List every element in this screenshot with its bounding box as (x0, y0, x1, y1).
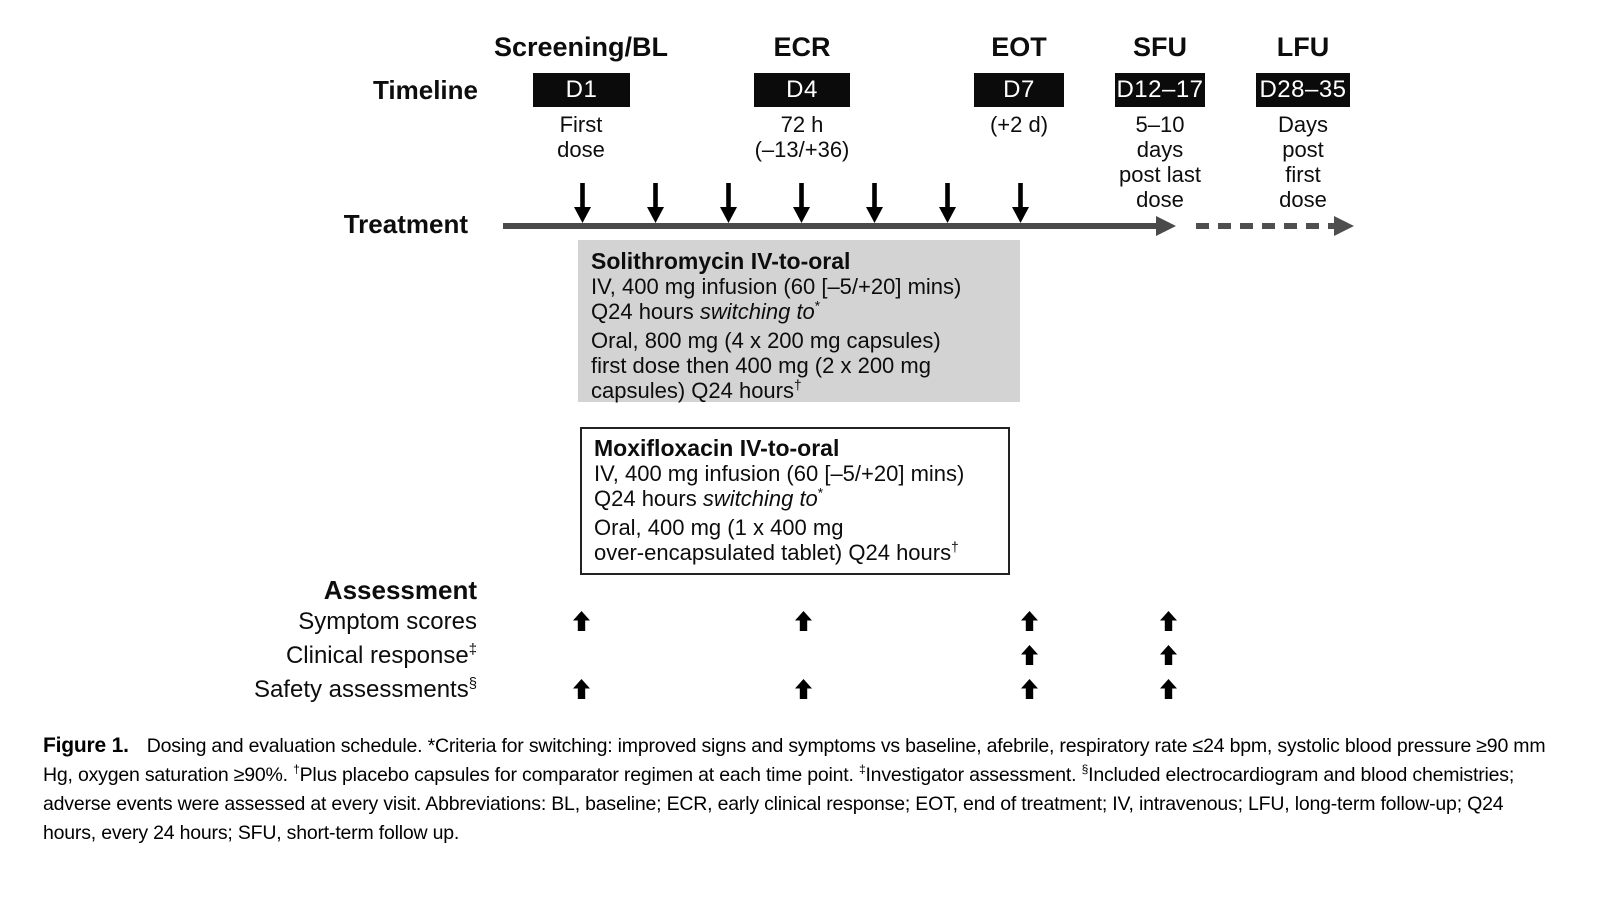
assessment-mark-icon (572, 611, 590, 631)
safety-assessments-label: Safety assessments (253, 676, 469, 703)
day-note-d28-35: Days post first dose (1277, 112, 1329, 212)
assessment-mark-icon (572, 679, 590, 699)
dose-arrow-icon (792, 183, 810, 223)
assessment-mark-icon (794, 679, 812, 699)
dose-arrow-icon (1011, 183, 1029, 223)
moxifloxacin-arm-title: Moxifloxacin IV-to-oral (594, 435, 840, 461)
dose-arrow-icon (646, 183, 664, 223)
moxifloxacin-arm-box: Moxifloxacin IV-to-oral IV, 400 mg infus… (580, 427, 1010, 575)
day-note-d4: 72 h (–13/+36) (754, 112, 850, 162)
solithromycin-iv-line: IV, 400 mg infusion (60 [–5/+20] mins) Q… (591, 274, 1012, 324)
followup-line-arrowhead-icon (1334, 216, 1354, 236)
caption-section-mark: § (1081, 762, 1089, 777)
day-box-d28-35: D28–35 (1256, 73, 1350, 107)
day-box-d7: D7 (974, 73, 1064, 107)
assessment-mark-icon (1159, 679, 1177, 699)
assessment-mark-icon (1159, 645, 1177, 665)
moxifloxacin-iv-text: IV, 400 mg infusion (60 [–5/+20] mins) Q… (594, 461, 965, 511)
safety-assessments-footnote: § (468, 676, 477, 692)
assessment-row-clinical-response: Clinical response‡ (177, 643, 477, 669)
caption-text-2: Plus placebo capsules for comparator reg… (299, 764, 859, 786)
day-box-d4: D4 (754, 73, 850, 107)
figure-caption-label: Figure 1. (43, 734, 129, 757)
treatment-line-arrowhead-icon (1156, 216, 1176, 236)
caption-dagger: † (293, 762, 300, 777)
phase-label-lfu: LFU (1276, 32, 1330, 62)
followup-dashed-line (1196, 223, 1336, 229)
moxifloxacin-iv-line: IV, 400 mg infusion (60 [–5/+20] mins) Q… (594, 461, 1000, 511)
caption-text-4: Included electrocardiogram and blood che… (43, 764, 1515, 844)
moxifloxacin-switch-footnote: * (817, 485, 824, 501)
figure-caption: Figure 1.Dosing and evaluation schedule.… (43, 731, 1560, 848)
assessment-mark-icon (1159, 611, 1177, 631)
caption-text-1: Dosing and evaluation schedule. *Criteri… (43, 735, 1546, 786)
clinical-response-footnote: ‡ (468, 642, 477, 658)
treatment-timeline-line (503, 223, 1158, 229)
caption-text-3: Investigator assessment. (865, 764, 1082, 786)
assessment-row-symptom-scores: Symptom scores (177, 609, 477, 635)
phase-label-screening-bl: Screening/BL (493, 32, 669, 62)
day-note-d12-17: 5–10 days post last dose (1119, 112, 1201, 212)
solithromycin-arm-title: Solithromycin IV-to-oral (591, 248, 851, 274)
day-note-d1: First dose (557, 112, 605, 162)
solithromycin-oral-text: Oral, 800 mg (4 x 200 mg capsules) first… (591, 328, 941, 403)
solithromycin-switch-italic: switching to (699, 299, 815, 324)
dose-arrow-icon (719, 183, 737, 223)
dose-arrow-icon (573, 183, 591, 223)
assessment-mark-icon (794, 611, 812, 631)
assessment-mark-icon (1020, 645, 1038, 665)
phase-label-ecr: ECR (773, 32, 831, 62)
phase-label-sfu: SFU (1133, 32, 1187, 62)
day-note-d7: (+2 d) (989, 112, 1049, 137)
solithromycin-oral-footnote: † (794, 377, 802, 393)
assessment-mark-icon (1020, 679, 1038, 699)
symptom-scores-label: Symptom scores (298, 608, 477, 635)
assessment-row-safety-assessments: Safety assessments§ (177, 677, 477, 703)
phase-label-eot: EOT (991, 32, 1047, 62)
moxifloxacin-oral-text: Oral, 400 mg (1 x 400 mg over-encapsulat… (594, 515, 952, 565)
moxifloxacin-oral-footnote: † (951, 539, 959, 555)
solithromycin-switch-footnote: * (814, 298, 821, 314)
clinical-response-label: Clinical response (285, 642, 469, 669)
day-box-d1: D1 (533, 73, 630, 107)
dose-arrow-icon (938, 183, 956, 223)
caption-double-dagger: ‡ (858, 762, 866, 777)
assessment-mark-icon (1020, 611, 1038, 631)
day-box-d12-17: D12–17 (1115, 73, 1205, 107)
solithromycin-oral-line: Oral, 800 mg (4 x 200 mg capsules) first… (591, 328, 1012, 403)
assessment-row-label: Assessment (323, 575, 477, 605)
solithromycin-iv-text: IV, 400 mg infusion (60 [–5/+20] mins) Q… (591, 274, 962, 324)
solithromycin-arm-box: Solithromycin IV-to-oral IV, 400 mg infu… (578, 240, 1020, 403)
moxifloxacin-switch-italic: switching to (702, 486, 818, 511)
timeline-row-label: Timeline (372, 75, 478, 105)
treatment-row-label: Treatment (343, 209, 468, 239)
dose-arrow-icon (865, 183, 883, 223)
moxifloxacin-oral-line: Oral, 400 mg (1 x 400 mg over-encapsulat… (594, 515, 1000, 565)
